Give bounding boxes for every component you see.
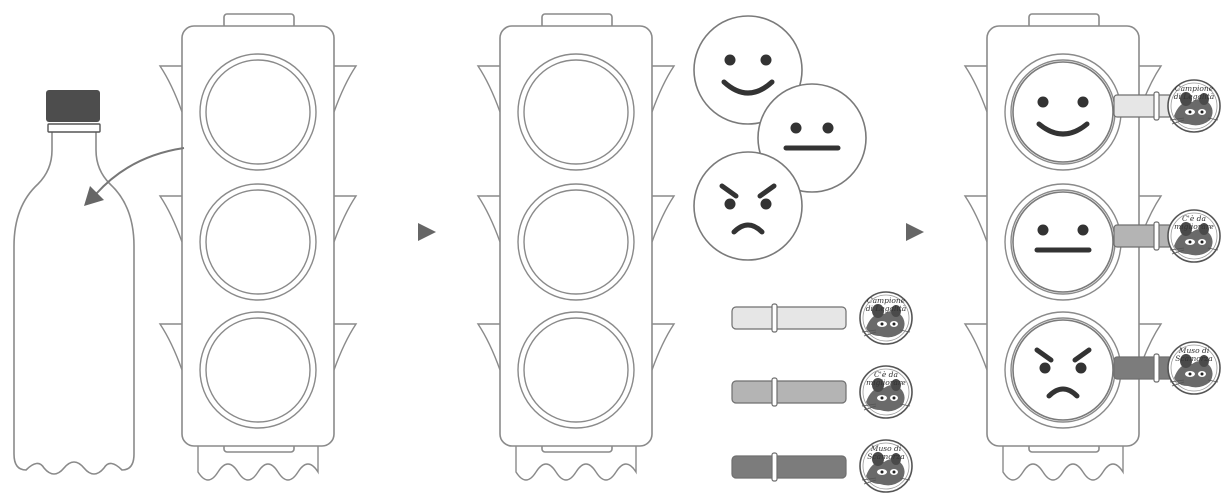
traffic-light-icon: [478, 14, 674, 480]
angry-face-icon: [1013, 320, 1113, 420]
badge-green: Campione di Legalità: [1168, 80, 1220, 132]
badge-yellow: C'è da migliorare: [860, 366, 912, 418]
step-arrow-icon: [906, 223, 924, 241]
badge-green: Campione di Legalità: [860, 292, 912, 344]
badge-line2: Scamorza: [867, 452, 904, 461]
step-arrow-icon: [418, 223, 436, 241]
badge-line2: migliorare: [1174, 222, 1214, 231]
panel-1: [14, 14, 356, 480]
angry-face-icon: [694, 152, 802, 260]
badge-yellow: C'è da migliorare: [1168, 210, 1220, 262]
badge-line2: migliorare: [866, 378, 906, 387]
badge-red: Muso di Scamorza: [1168, 342, 1220, 394]
panel-3: Campione di Legalità C'è da migliorare M…: [965, 14, 1220, 480]
bottle-cap: [46, 90, 100, 122]
neutral-face-icon: [1013, 192, 1113, 292]
happy-face-icon: [1013, 62, 1113, 162]
panel-2: Campione di Legalità C'è da migliorare M…: [478, 14, 912, 492]
strip-yellow: [732, 378, 846, 406]
strip-red: [732, 453, 846, 481]
badge-line2: di Legalità: [866, 304, 907, 313]
strip-yellow: [1114, 222, 1172, 250]
badge-red: Muso di Scamorza: [860, 440, 912, 492]
strip-green: [1114, 92, 1172, 120]
badge-line2: Scamorza: [1175, 354, 1212, 363]
strip-green: [732, 304, 846, 332]
badge-line2: di Legalità: [1174, 92, 1215, 101]
traffic-light-icon: [160, 14, 356, 480]
bottle-icon: [14, 90, 134, 474]
strip-red: [1114, 354, 1172, 382]
